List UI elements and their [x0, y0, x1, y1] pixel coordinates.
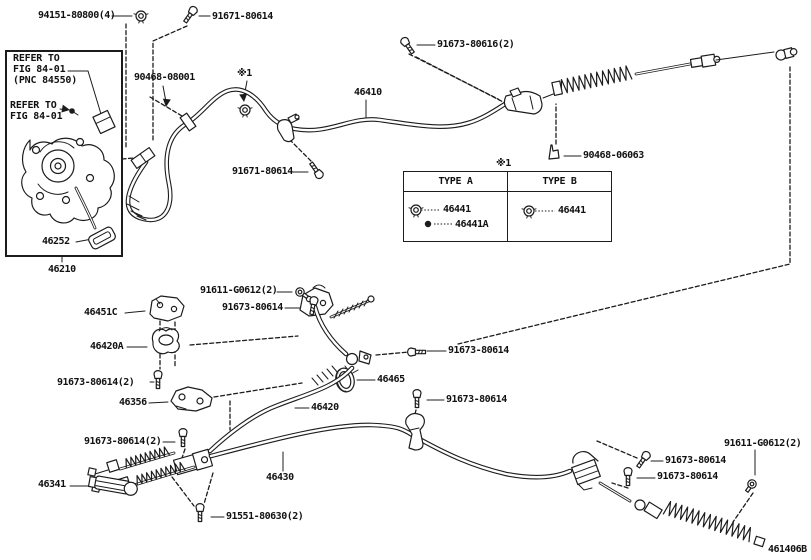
clamp-46420A-drawing — [151, 327, 180, 355]
pedal-pad-46252 — [88, 226, 116, 250]
nut-icon — [133, 10, 149, 24]
bolt-icon — [307, 160, 326, 181]
cable-end-fitting — [775, 47, 798, 61]
nut-icon — [408, 204, 424, 218]
bolt-icon — [623, 467, 633, 487]
cable-46420-drawing — [207, 365, 355, 454]
bolt-icon — [412, 389, 422, 409]
clevis-46341-drawing — [87, 475, 138, 496]
clip-90468-06063 — [548, 144, 560, 160]
dashed-leader-lines — [121, 23, 791, 523]
bolt-icon — [153, 370, 163, 390]
bolt-icon — [634, 449, 653, 470]
cap-icon — [424, 220, 432, 228]
pedal-assembly-drawing — [21, 108, 116, 250]
cable-clamp-rear — [571, 451, 601, 491]
nut-icon — [521, 205, 537, 219]
label-leader-lines — [59, 15, 756, 518]
bolt-icon — [195, 503, 205, 523]
refer-part — [92, 109, 116, 135]
cable-clamp-90468-08001 — [503, 87, 543, 115]
bolt-icon — [407, 347, 427, 357]
cable-clamp-mid — [276, 113, 300, 143]
front-cable-46410-drawing — [125, 47, 798, 223]
bolt-icon — [178, 428, 188, 448]
grommet-46465-drawing — [335, 367, 355, 393]
cable-bracket — [405, 412, 425, 451]
bolt-icon — [398, 35, 417, 56]
bolt-icon — [181, 4, 200, 25]
screw-icon — [742, 477, 759, 495]
rear-cable-46430-drawing — [208, 412, 766, 548]
bracket-46451C-drawing — [149, 295, 185, 322]
fastener-icons — [133, 4, 759, 523]
bracket-46356-drawing — [170, 386, 213, 412]
